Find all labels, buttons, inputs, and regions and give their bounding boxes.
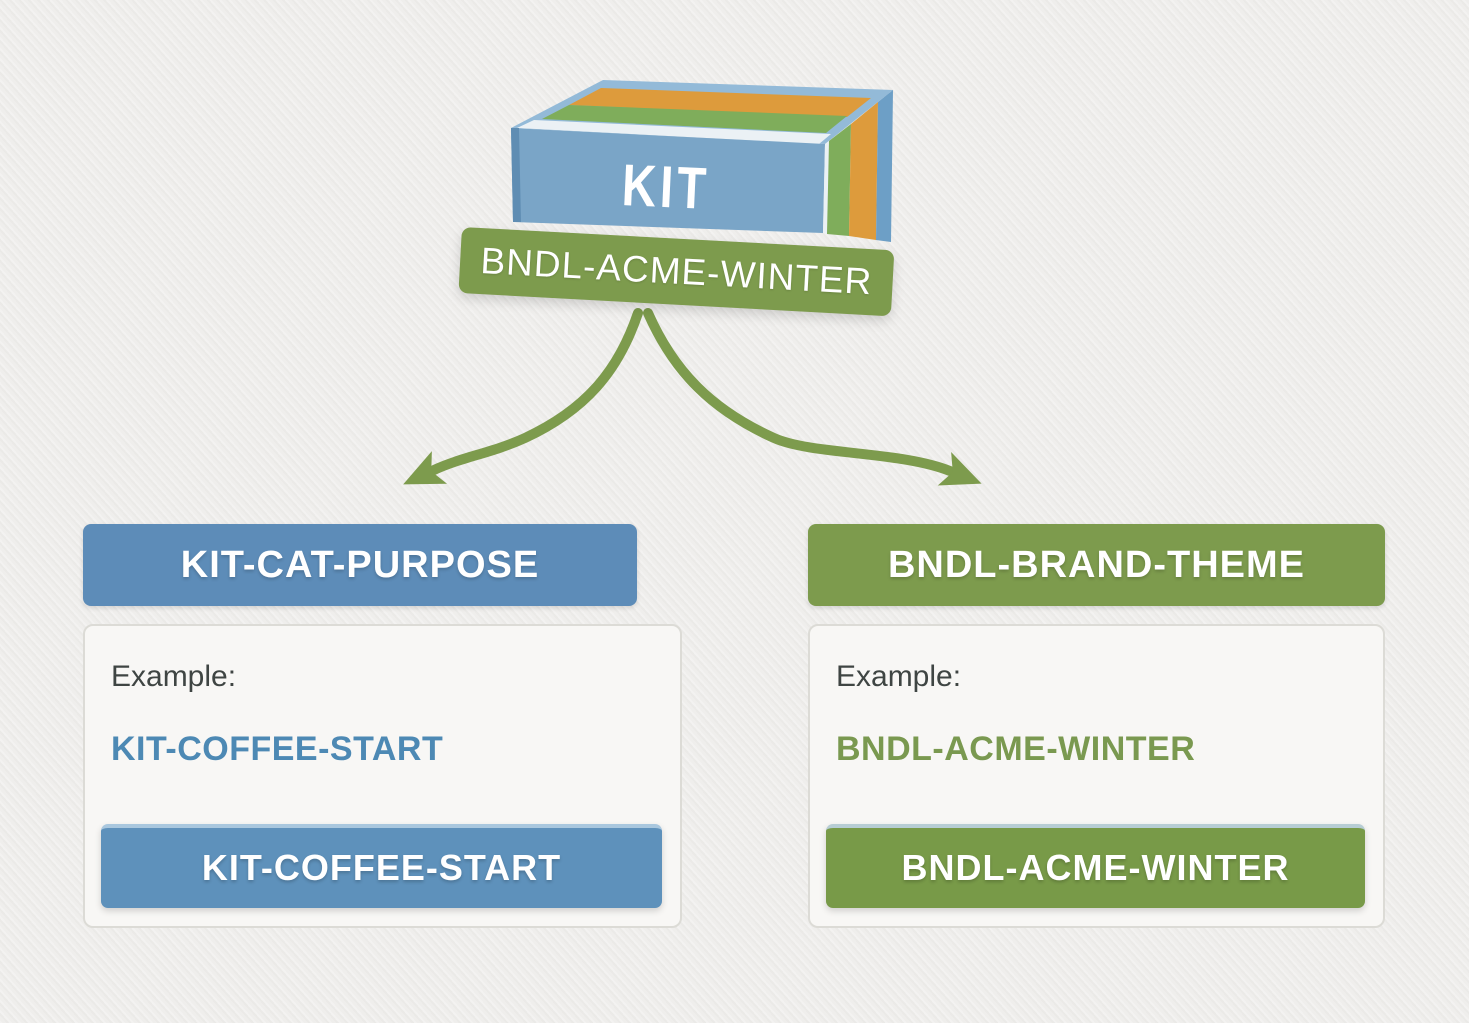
left-code-chip-label: KIT-COFFEE-START [201,847,562,888]
right-code-chip-label: BNDL-ACME-WINTER [901,847,1290,888]
left-code-chip: KIT-COFFEE-START [101,824,662,908]
kit-id-banner-label: BNDL-ACME-WINTER [479,240,874,303]
arrow-to-left-branch [403,308,643,485]
box-side-green-layer [827,124,851,236]
right-branch-panel: Example: BNDL-ACME-WINTER BNDL-ACME-WINT… [808,624,1385,928]
box-top-orange-stripe [569,88,871,117]
box-side-orange-layer [849,102,878,240]
box-top-green-stripe [542,105,847,133]
left-branch-panel: Example: KIT-COFFEE-START KIT-COFFEE-STA… [83,624,682,928]
right-example-value: BNDL-ACME-WINTER [836,730,1196,768]
box-side-blue-edge [876,90,893,242]
box-front-face [511,128,825,233]
right-example-label: Example: [836,660,962,693]
arrow-to-right-branch [643,308,982,486]
right-branch-header-label: BNDL-BRAND-THEME [887,543,1306,586]
box-front-left-edge [511,128,521,222]
left-example-label: Example: [111,660,237,693]
left-example-value: KIT-COFFEE-START [111,730,444,768]
left-branch-header: KIT-CAT-PURPOSE [83,524,637,606]
box-top-white-edge [517,120,831,144]
box-kit-label: KIT [620,153,711,222]
box-illustration: KIT [511,80,893,242]
kit-box-and-arrows-graphic: KIT [403,80,982,486]
left-branch-header-label: KIT-CAT-PURPOSE [180,543,540,586]
right-code-chip: BNDL-ACME-WINTER [826,824,1365,908]
branch-arrows [403,308,982,486]
right-branch-header: BNDL-BRAND-THEME [808,524,1385,606]
